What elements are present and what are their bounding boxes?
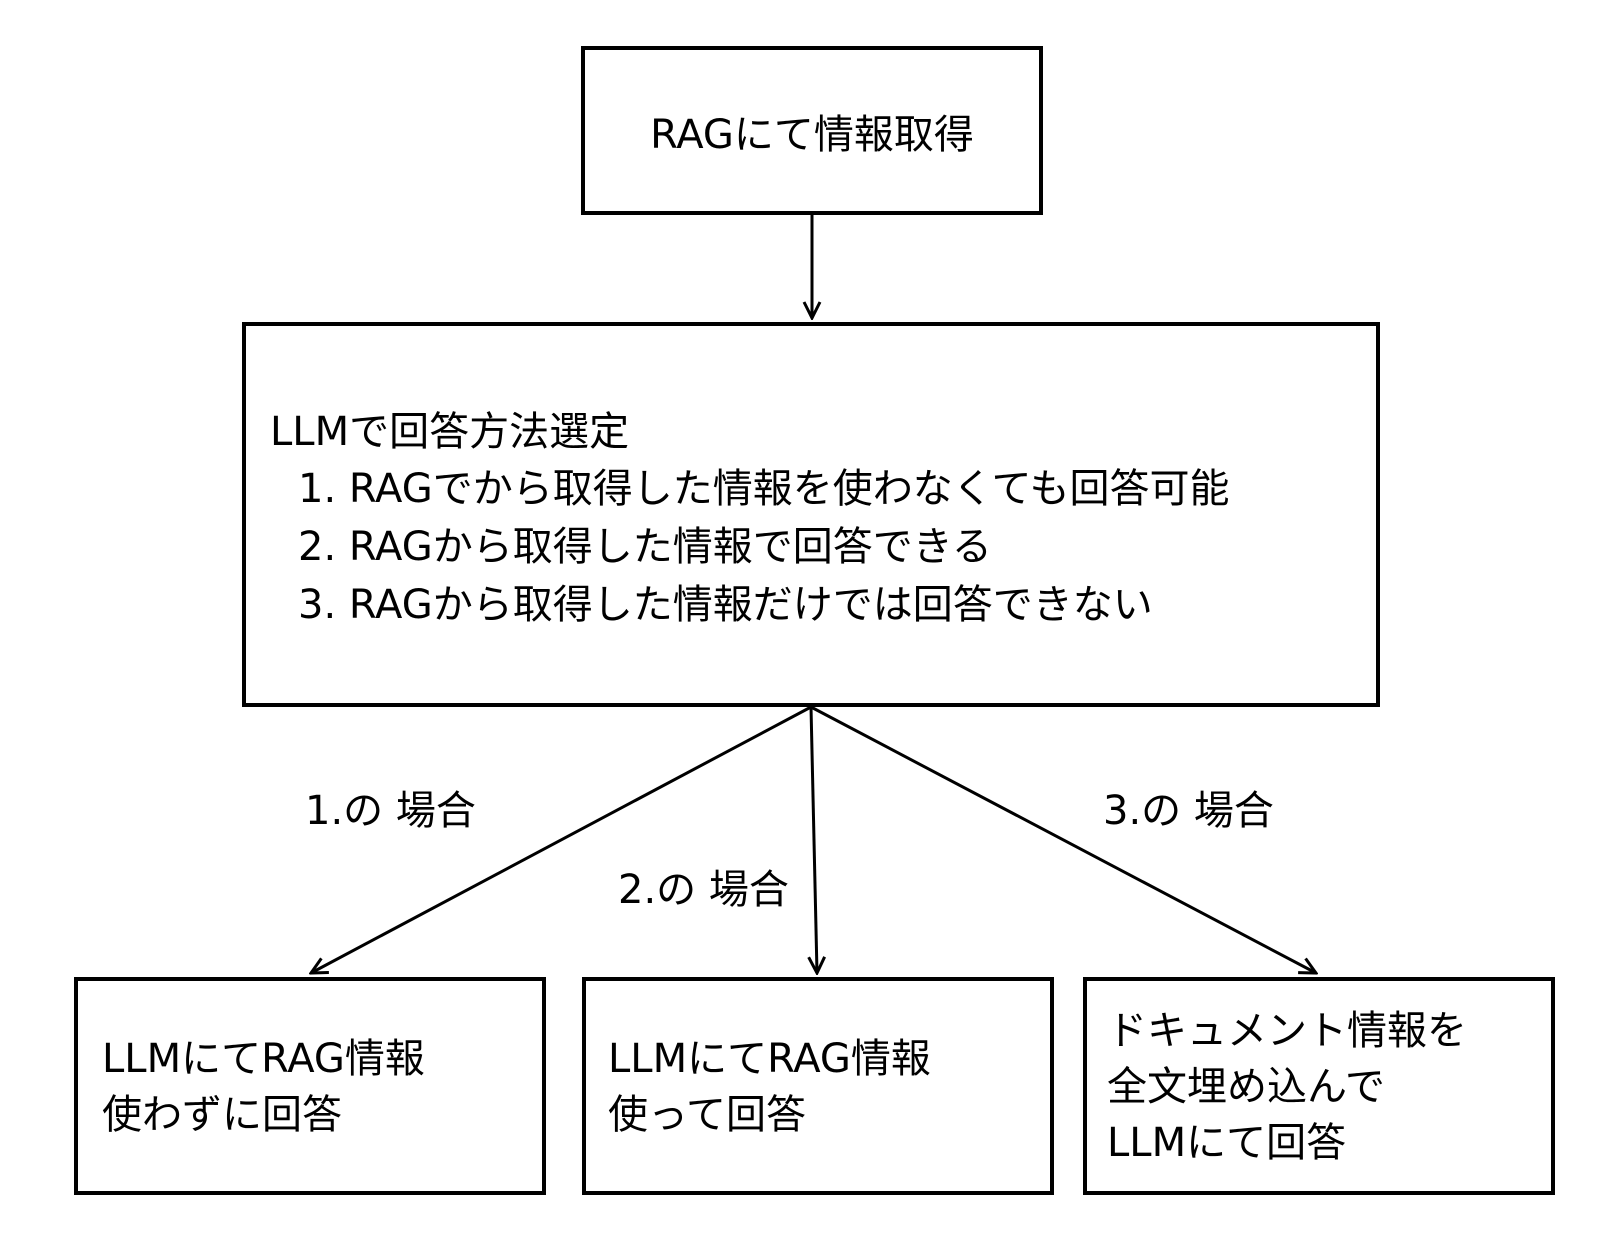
option-item-2: 2. RAGから取得した情報で回答できる [298,524,992,570]
edge-middle-to-center [811,706,817,973]
node-answer-full-document-line-2: 全文埋め込んで [1107,1064,1385,1110]
edge-middle-to-right [810,705,1316,973]
node-answer-with-rag-line-1: LLMにてRAG情報 [608,1036,931,1082]
node-answer-with-rag-line-2: 使って回答 [608,1092,806,1138]
node-answer-full-document: ドキュメント情報を 全文埋め込んで LLMにて回答 [1083,977,1555,1195]
edge-label-case-1: 1.の 場合 [305,788,476,834]
edge-label-case-3: 3.の 場合 [1103,788,1274,834]
node-llm-method-selection-title: LLMで回答方法選定 [270,409,630,455]
edge-label-case-2: 2.の 場合 [618,867,789,913]
edge-middle-to-left [311,705,812,973]
node-answer-full-document-line-3: LLMにて回答 [1107,1120,1347,1166]
node-answer-without-rag: LLMにてRAG情報 使わずに回答 [74,977,546,1195]
node-answer-without-rag-line-2: 使わずに回答 [102,1092,342,1138]
node-answer-full-document-line-1: ドキュメント情報を [1107,1008,1467,1054]
node-rag-retrieval: RAGにて情報取得 [581,46,1043,215]
option-item-1: 1. RAGでから取得した情報を使わなくても回答可能 [298,466,1230,512]
option-item-3: 3. RAGから取得した情報だけでは回答できない [298,582,1153,628]
node-answer-without-rag-line-1: LLMにてRAG情報 [102,1036,425,1082]
node-answer-with-rag: LLMにてRAG情報 使って回答 [582,977,1054,1195]
node-llm-method-selection: LLMで回答方法選定 1. RAGでから取得した情報を使わなくても回答可能 2.… [242,322,1380,707]
node-rag-retrieval-text: RAGにて情報取得 [650,111,974,158]
